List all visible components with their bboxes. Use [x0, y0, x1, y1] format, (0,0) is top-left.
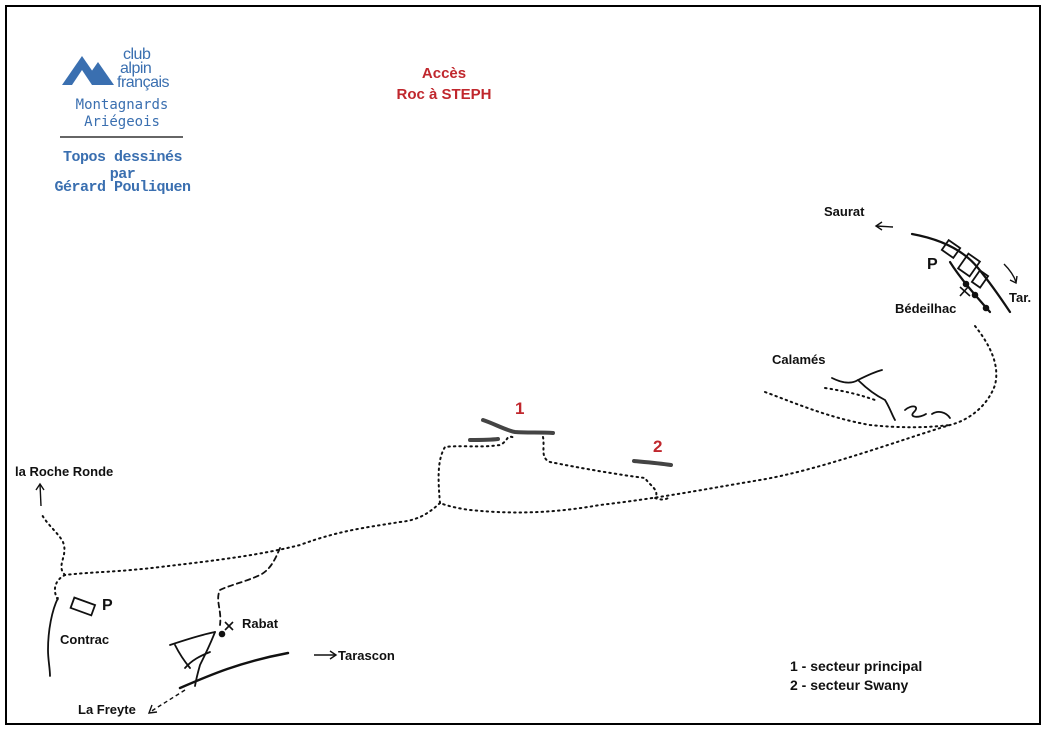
- arrow-saurat-icon: [874, 221, 894, 231]
- church-bedeilhac-icon: [959, 280, 990, 312]
- label-tarascon: Tarascon: [338, 648, 395, 663]
- page-title-line-2: Roc à STEPH: [396, 86, 492, 103]
- legend-item-sector-2: 2 - secteur Swany: [790, 677, 909, 693]
- logo-club-line-3: français: [117, 74, 170, 91]
- label-roche-ronde: la Roche Ronde: [15, 464, 114, 479]
- logo-club-line-2: alpin: [120, 60, 152, 77]
- page-title-line-1: Accès: [421, 65, 467, 82]
- map-frame: [5, 5, 1041, 725]
- footpath-rabat: [217, 547, 281, 626]
- arrow-la-freyte-icon: [147, 689, 186, 714]
- caf-logo-icon: [62, 56, 114, 85]
- arrow-tar-icon: [1003, 263, 1018, 285]
- arrow-tarascon-icon: [314, 650, 338, 660]
- sector-number-1: 1: [515, 399, 525, 418]
- parking-bedeilhac: P: [927, 256, 938, 273]
- label-saurat: Saurat: [824, 204, 865, 219]
- parking-contrac: P: [102, 597, 113, 614]
- church-rabat-icon: [218, 621, 234, 638]
- building-contrac: [69, 596, 97, 617]
- arrow-roche-ronde-icon: [35, 482, 45, 507]
- logo-section-line-1: Montagnards: [75, 97, 169, 113]
- road-contrac: [47, 597, 59, 677]
- label-contrac: Contrac: [60, 632, 110, 647]
- building-bedeilhac: [940, 238, 990, 289]
- logo-credit-line-1: Topos dessinés par: [62, 149, 183, 183]
- crag-sector-2: [632, 459, 673, 467]
- logo-credit-line-2: Gérard Pouliquen: [54, 179, 191, 196]
- road-rabat: [169, 631, 216, 687]
- legend: 1 - secteur principal 2 - secteur Swany: [790, 657, 922, 695]
- road-tarascon: [178, 651, 290, 690]
- label-rabat: Rabat: [242, 616, 279, 631]
- label-la-freyte: La Freyte: [78, 702, 136, 717]
- logo-section-line-2: Ariégeois: [84, 114, 160, 130]
- footpath-main: [41, 325, 998, 601]
- road-calames: [831, 369, 951, 421]
- crag-sector-1: [468, 418, 555, 442]
- logo-club-line-1: club: [123, 46, 151, 63]
- label-calames: Calamés: [772, 352, 826, 367]
- label-tar: Tar.: [1009, 290, 1032, 305]
- label-bedeilhac: Bédeilhac: [895, 301, 957, 316]
- sector-number-2: 2: [653, 437, 663, 456]
- legend-item-sector-1: 1 - secteur principal: [790, 658, 923, 674]
